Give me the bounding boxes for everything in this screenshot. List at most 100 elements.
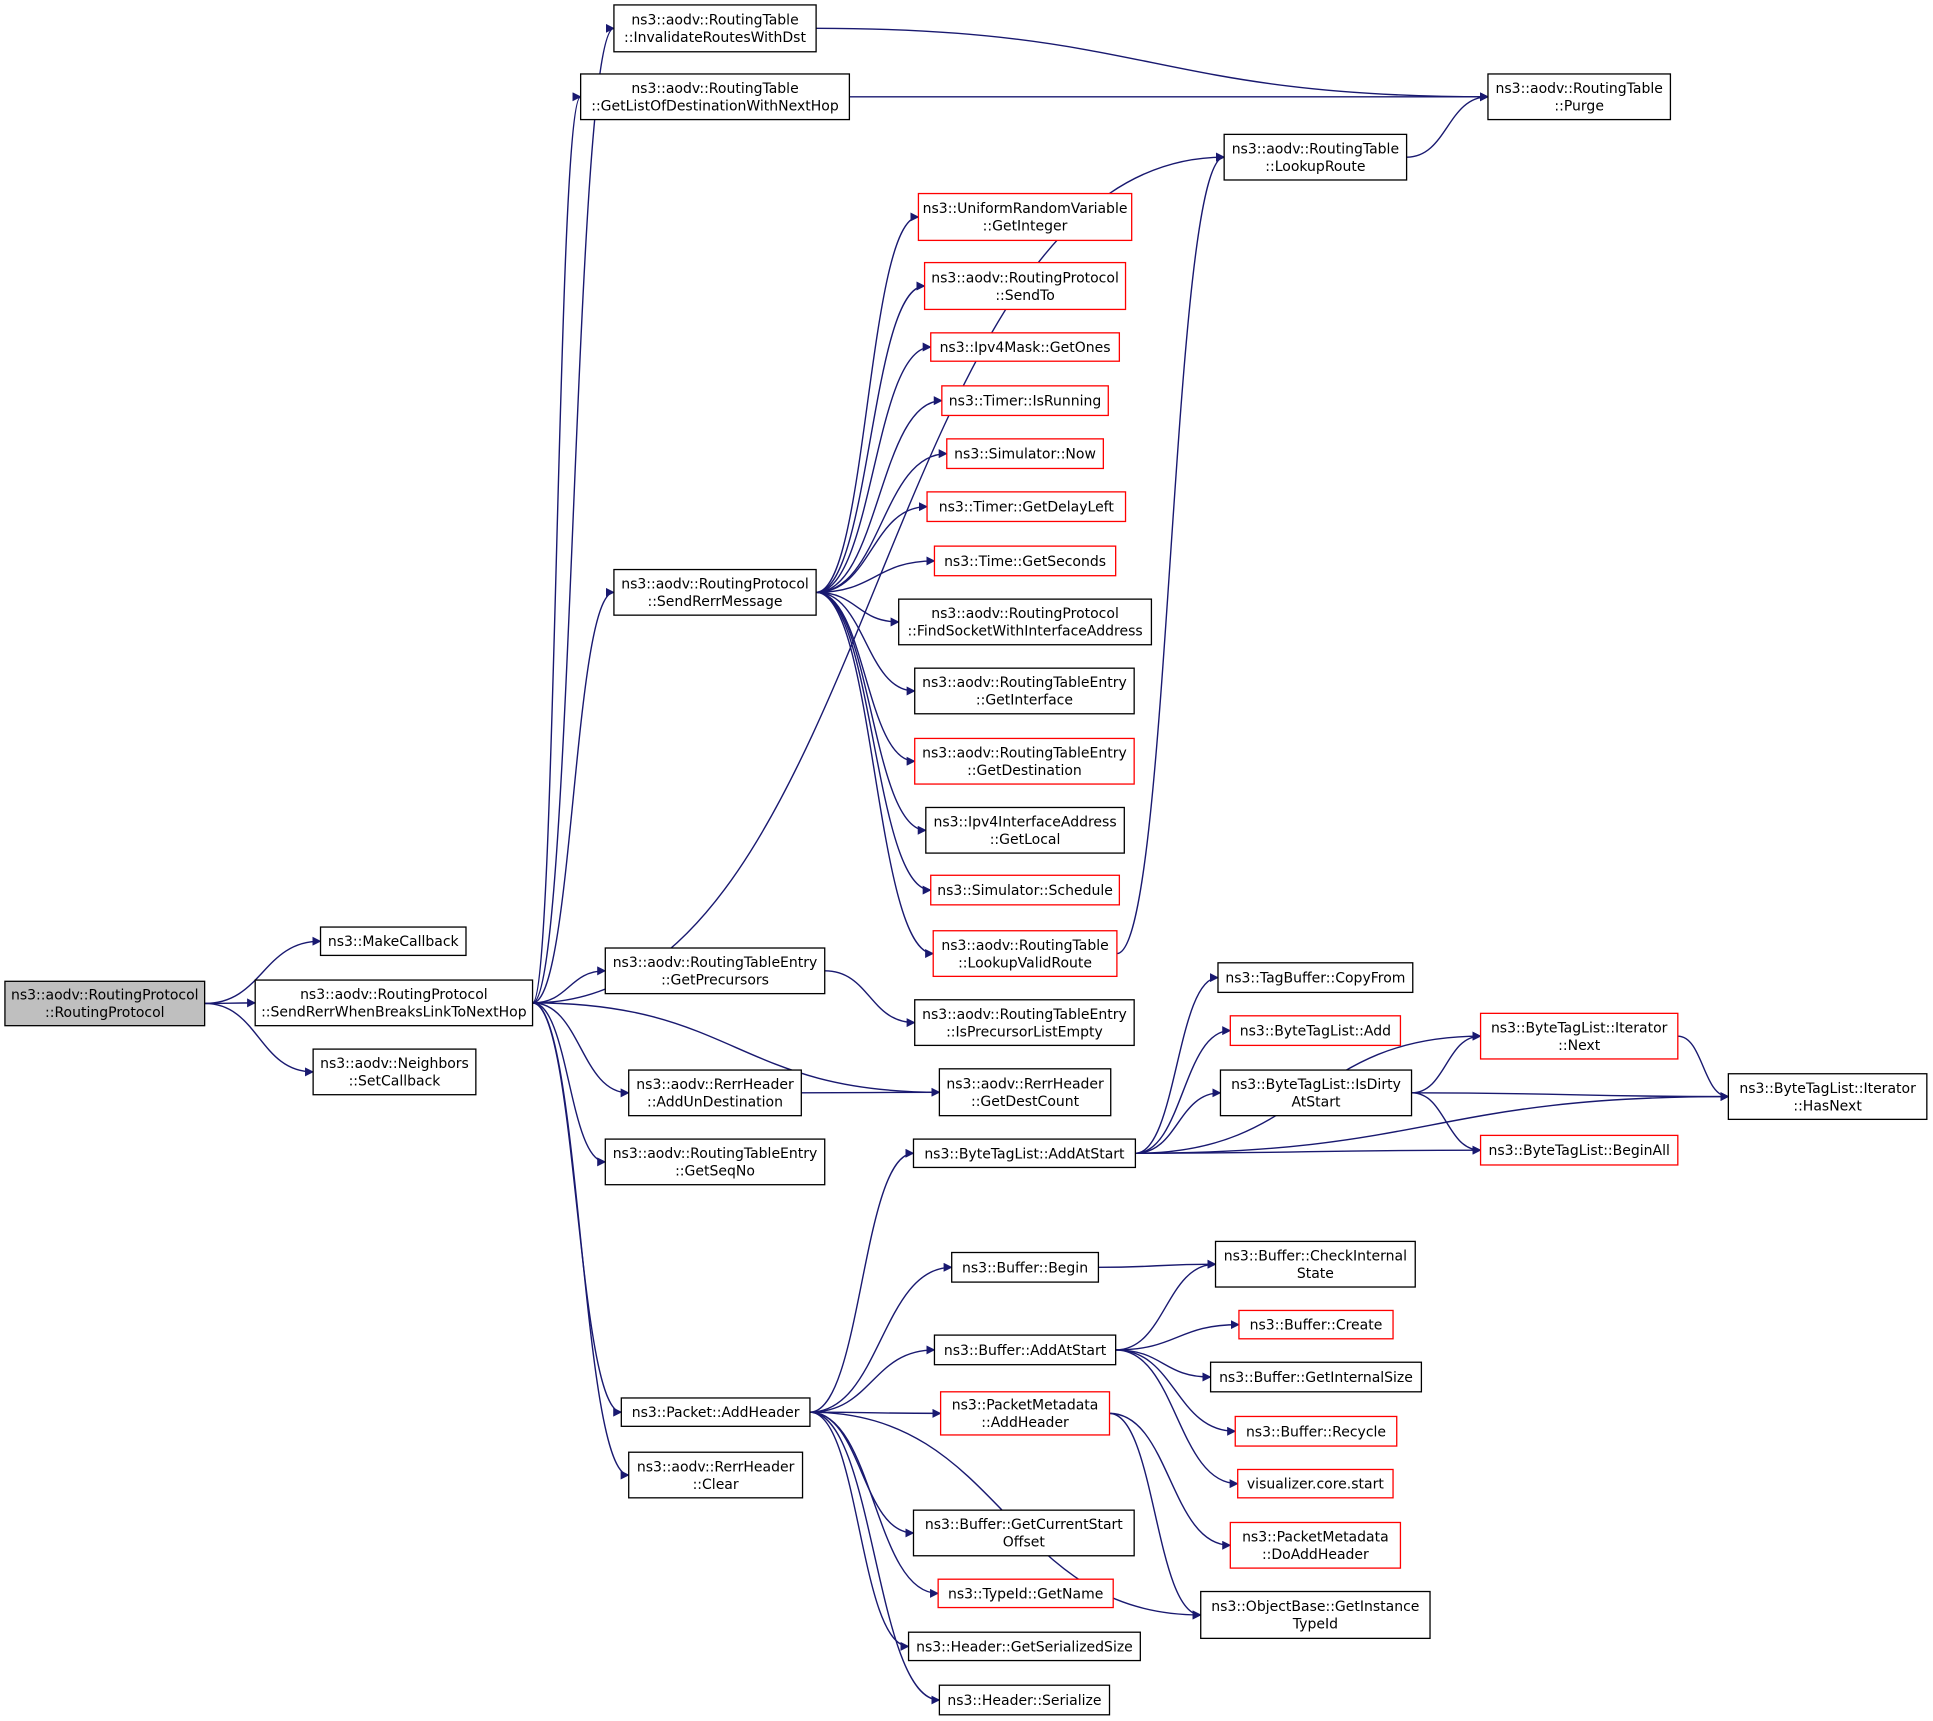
node-get-interface[interactable]: ns3::aodv::RoutingTableEntry::GetInterfa… bbox=[914, 667, 1135, 715]
node-send-rerr-message[interactable]: ns3::aodv::RoutingProtocol::SendRerrMess… bbox=[613, 568, 817, 616]
node-rerr-clear[interactable]: ns3::aodv::RerrHeader::Clear bbox=[628, 1451, 804, 1499]
node-box bbox=[912, 1509, 1135, 1557]
node-get-local[interactable]: ns3::Ipv4InterfaceAddress::GetLocal bbox=[925, 806, 1125, 854]
node-box bbox=[613, 568, 817, 616]
node-buffer-begin[interactable]: ns3::Buffer::Begin bbox=[951, 1251, 1100, 1283]
node-get-dest-count[interactable]: ns3::aodv::RerrHeader::GetDestCount bbox=[938, 1068, 1112, 1117]
node-label: ns3::Buffer::GetInternalSize bbox=[1219, 1370, 1413, 1386]
node-purge[interactable]: ns3::aodv::RoutingTable::Purge bbox=[1487, 73, 1672, 121]
node-btl-iter-next[interactable]: ns3::ByteTagList::Iterator::Next bbox=[1479, 1012, 1679, 1060]
edge-buffer-add-at-start-to-buffer-get-internal-size bbox=[1115, 1349, 1212, 1382]
node-label: ns3::TagBuffer::CopyFrom bbox=[1225, 971, 1405, 987]
node-typeid-get-name[interactable]: ns3::TypeId::GetName bbox=[937, 1578, 1114, 1609]
edge-send-rerr-message-to-lookup-valid-route bbox=[816, 591, 935, 959]
node-label: ns3::Ipv4InterfaceAddress bbox=[933, 815, 1116, 831]
node-label: ::GetSeqNo bbox=[675, 1164, 755, 1180]
edge-invalidate-routes-to-purge bbox=[816, 27, 1489, 102]
node-buffer-recycle[interactable]: ns3::Buffer::Recycle bbox=[1234, 1415, 1398, 1447]
node-send-rerr-link[interactable]: ns3::aodv::RoutingProtocol::SendRerrWhen… bbox=[254, 979, 534, 1027]
node-label: ::AddHeader bbox=[981, 1415, 1069, 1431]
edge-send-rerr-message-to-get-delay-left bbox=[816, 502, 928, 594]
node-label: ::HasNext bbox=[1793, 1098, 1862, 1114]
node-label: ns3::aodv::RoutingTableEntry bbox=[922, 675, 1127, 691]
node-label: ns3::ByteTagList::Iterator bbox=[1739, 1081, 1916, 1097]
node-pm-add-header[interactable]: ns3::PacketMetadata::AddHeader bbox=[939, 1391, 1111, 1436]
node-is-precursor-empty[interactable]: ns3::aodv::RoutingTableEntry::IsPrecurso… bbox=[914, 999, 1135, 1047]
edge-packet-add-header-to-typeid-get-name bbox=[809, 1411, 940, 1598]
node-sim-now[interactable]: ns3::Simulator::Now bbox=[946, 438, 1104, 470]
node-get-destination[interactable]: ns3::aodv::RoutingTableEntry::GetDestina… bbox=[914, 737, 1135, 785]
node-packet-add-header[interactable]: ns3::Packet::AddHeader bbox=[620, 1397, 811, 1427]
node-invalidate-routes[interactable]: ns3::aodv::RoutingTable::InvalidateRoute… bbox=[613, 4, 817, 53]
edge-buffer-add-at-start-to-buffer-create bbox=[1115, 1320, 1240, 1351]
node-get-seconds[interactable]: ns3::Time::GetSeconds bbox=[933, 545, 1117, 577]
node-label: ::InvalidateRoutesWithDst bbox=[624, 30, 806, 46]
node-label: ::GetInteger bbox=[983, 219, 1068, 235]
edge-send-rerr-message-to-is-running bbox=[816, 396, 943, 594]
node-label: ::Next bbox=[1558, 1038, 1601, 1054]
node-label: ns3::aodv::RoutingTable bbox=[1232, 141, 1399, 157]
node-label: ns3::PacketMetadata bbox=[952, 1398, 1099, 1414]
edge-btl-is-dirty-to-btl-iter-has-next bbox=[1411, 1092, 1730, 1102]
node-btl-begin-all[interactable]: ns3::ByteTagList::BeginAll bbox=[1479, 1134, 1679, 1166]
node-label: ns3::ByteTagList::Add bbox=[1240, 1024, 1391, 1040]
node-header-serialize[interactable]: ns3::Header::Serialize bbox=[938, 1684, 1111, 1716]
node-make-callback[interactable]: ns3::MakeCallback bbox=[319, 926, 467, 957]
node-box bbox=[914, 667, 1135, 715]
node-sim-schedule[interactable]: ns3::Simulator::Schedule bbox=[930, 874, 1121, 906]
node-box bbox=[1238, 1309, 1394, 1340]
node-box bbox=[933, 545, 1117, 577]
node-label: ::SendRerrMessage bbox=[647, 594, 782, 610]
node-label: Offset bbox=[1003, 1535, 1046, 1551]
node-send-to[interactable]: ns3::aodv::RoutingProtocol::SendTo bbox=[923, 261, 1127, 311]
node-get-precursors[interactable]: ns3::aodv::RoutingTableEntry::GetPrecurs… bbox=[604, 947, 826, 995]
node-buffer-get-internal-size[interactable]: ns3::Buffer::GetInternalSize bbox=[1209, 1361, 1423, 1393]
node-add-un-destination[interactable]: ns3::aodv::RerrHeader::AddUnDestination bbox=[628, 1069, 802, 1117]
node-get-seq-no[interactable]: ns3::aodv::RoutingTableEntry::GetSeqNo bbox=[604, 1138, 826, 1186]
node-header-get-serialized-size[interactable]: ns3::Header::GetSerializedSize bbox=[907, 1631, 1141, 1662]
node-label: ::RoutingProtocol bbox=[45, 1005, 165, 1021]
node-box bbox=[254, 979, 534, 1027]
node-lookup-valid-route[interactable]: ns3::aodv::RoutingTable::LookupValidRout… bbox=[932, 930, 1118, 978]
node-pm-do-add-header[interactable]: ns3::PacketMetadata::DoAddHeader bbox=[1229, 1521, 1402, 1569]
node-label: ns3::ByteTagList::AddAtStart bbox=[924, 1146, 1125, 1162]
node-buffer-create[interactable]: ns3::Buffer::Create bbox=[1238, 1309, 1394, 1340]
node-label: ::GetPrecursors bbox=[661, 973, 769, 989]
node-is-running[interactable]: ns3::Timer::IsRunning bbox=[941, 385, 1109, 417]
node-label: ns3::aodv::RoutingTableEntry bbox=[922, 745, 1127, 761]
edge-buffer-add-at-start-to-visualizer-start bbox=[1115, 1349, 1239, 1489]
node-box bbox=[1219, 1069, 1413, 1117]
edge-packet-add-header-to-buffer-add-at-start bbox=[809, 1345, 936, 1413]
node-get-list-dest[interactable]: ns3::aodv::RoutingTable::GetListOfDestin… bbox=[579, 73, 851, 121]
node-label: ns3::Simulator::Now bbox=[954, 447, 1096, 463]
node-label: ::GetDestination bbox=[967, 763, 1082, 779]
edge-routing-protocol-to-make-callback bbox=[204, 936, 322, 1005]
node-get-ones[interactable]: ns3::Ipv4Mask::GetOnes bbox=[930, 332, 1121, 362]
edge-add-un-destination-to-get-dest-count bbox=[801, 1087, 941, 1097]
node-btl-iter-has-next[interactable]: ns3::ByteTagList::Iterator::HasNext bbox=[1727, 1073, 1928, 1121]
node-neighbors-set-callback[interactable]: ns3::aodv::Neighbors::SetCallback bbox=[312, 1048, 477, 1096]
edge-btl-iter-next-to-btl-iter-has-next bbox=[1677, 1035, 1730, 1102]
node-get-delay-left[interactable]: ns3::Timer::GetDelayLeft bbox=[926, 491, 1127, 523]
node-label: ::LookupValidRoute bbox=[958, 955, 1092, 971]
node-btl-add[interactable]: ns3::ByteTagList::Add bbox=[1229, 1015, 1402, 1047]
edge-send-rerr-message-to-get-interface bbox=[816, 591, 916, 696]
node-get-integer[interactable]: ns3::UniformRandomVariable::GetInteger bbox=[917, 192, 1133, 242]
node-label: ns3::aodv::RoutingProtocol bbox=[931, 270, 1119, 286]
node-tagbuffer-copy-from[interactable]: ns3::TagBuffer::CopyFrom bbox=[1217, 962, 1414, 994]
node-label: ::GetInterface bbox=[976, 693, 1073, 709]
node-find-socket[interactable]: ns3::aodv::RoutingProtocol::FindSocketWi… bbox=[898, 598, 1153, 646]
node-routing-protocol[interactable]: ns3::aodv::RoutingProtocol::RoutingProto… bbox=[4, 980, 206, 1027]
edge-send-rerr-message-to-get-integer bbox=[816, 212, 920, 594]
node-visualizer-start[interactable]: visualizer.core.start bbox=[1237, 1468, 1394, 1499]
node-box bbox=[930, 332, 1121, 362]
node-label: ::FindSocketWithInterfaceAddress bbox=[907, 624, 1142, 640]
node-buffer-add-at-start[interactable]: ns3::Buffer::AddAtStart bbox=[933, 1334, 1117, 1366]
node-lookup-route[interactable]: ns3::aodv::RoutingTable::LookupRoute bbox=[1223, 133, 1408, 181]
node-label: ns3::ObjectBase::GetInstance bbox=[1211, 1599, 1419, 1615]
node-btl-add-at-start[interactable]: ns3::ByteTagList::AddAtStart bbox=[912, 1138, 1137, 1169]
